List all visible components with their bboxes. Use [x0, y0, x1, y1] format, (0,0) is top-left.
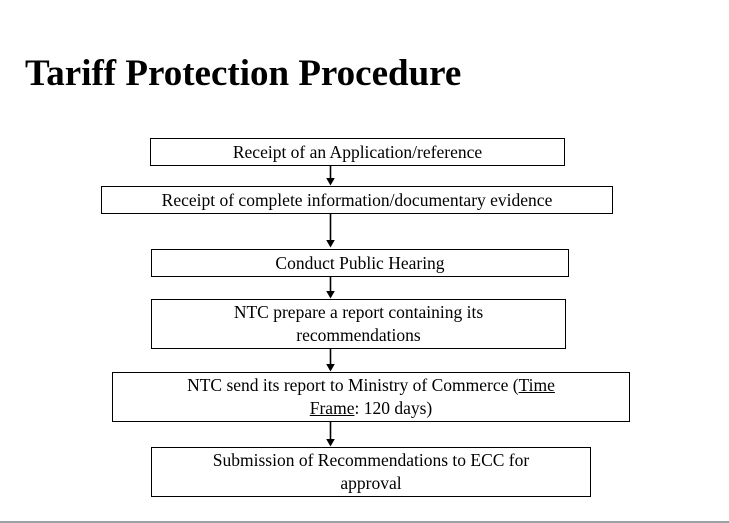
flow-step-5-line-1-plain: NTC send its report to Ministry of Comme…	[187, 375, 519, 395]
down-arrow-icon-5	[324, 422, 337, 447]
flow-step-6-label: Submission of Recommendations to ECC for…	[156, 449, 586, 495]
flow-step-5-line-2-plain: : 120 days)	[354, 398, 433, 418]
flow-step-5-time-underlined: Time	[518, 375, 555, 395]
flow-step-3-label: Conduct Public Hearing	[275, 252, 445, 273]
flow-step-6-box[interactable]: Submission of Recommendations to ECC for…	[151, 447, 591, 497]
down-arrow-icon-3	[324, 277, 337, 299]
flow-step-1-box[interactable]: Receipt of an Application/reference	[150, 138, 565, 166]
down-arrow-icon-1	[324, 166, 337, 186]
down-arrow-icon-4	[324, 349, 337, 372]
flow-step-2-label: Receipt of complete information/document…	[161, 189, 553, 210]
flow-step-4-label: NTC prepare a report containing its reco…	[156, 301, 561, 347]
flow-step-4-line-1: NTC prepare a report containing its	[233, 302, 484, 322]
flow-step-6-line-2: approval	[340, 473, 402, 493]
slide-bottom-rule	[0, 521, 729, 523]
flow-step-4-box[interactable]: NTC prepare a report containing its reco…	[151, 299, 566, 349]
page-title: Tariff Protection Procedure	[25, 53, 462, 94]
flow-step-3-box[interactable]: Conduct Public Hearing	[151, 249, 569, 277]
flow-step-6-line-1: Submission of Recommendations to ECC for	[212, 450, 530, 470]
flow-step-4-line-2: recommendations	[296, 325, 421, 345]
flow-step-5-box[interactable]: NTC send its report to Ministry of Comme…	[112, 372, 630, 422]
flow-step-5-frame-underlined: Frame	[309, 398, 355, 418]
flow-step-5-label: NTC send its report to Ministry of Comme…	[117, 374, 625, 420]
flow-step-2-box[interactable]: Receipt of complete information/document…	[101, 186, 613, 214]
down-arrow-icon-2	[324, 214, 337, 248]
flow-step-1-label: Receipt of an Application/reference	[232, 141, 483, 162]
